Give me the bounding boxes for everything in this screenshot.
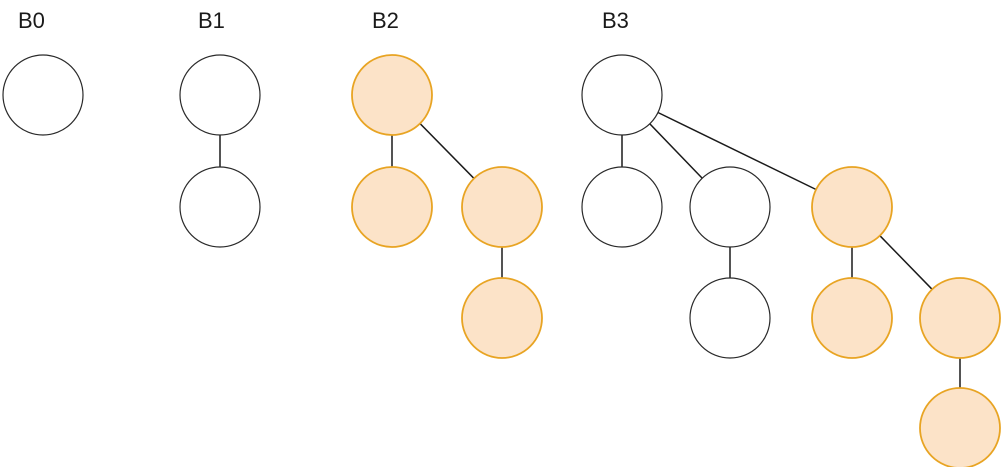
tree-label-b3: B3 [602,8,629,33]
nodes-layer [2,54,1001,467]
tree-node-highlighted[interactable] [461,277,543,359]
tree-node-highlighted[interactable] [351,54,433,136]
tree-edge [649,123,703,179]
tree-edge [419,123,475,179]
tree-node[interactable] [581,54,663,136]
tree-node[interactable] [179,166,261,248]
tree-edge [879,235,933,290]
tree-node[interactable] [2,54,84,136]
labels-layer: B0 B1 B2 B3 [18,8,629,33]
tree-node-highlighted[interactable] [351,166,433,248]
tree-node[interactable] [179,54,261,136]
tree-node[interactable] [581,166,663,248]
tree-edge [657,111,817,191]
tree-label-b1: B1 [198,8,225,33]
tree-node-highlighted[interactable] [461,166,543,248]
tree-node[interactable] [689,166,771,248]
tree-node-highlighted[interactable] [811,277,893,359]
tree-label-b2: B2 [372,8,399,33]
edges-layer [219,111,961,388]
tree-node[interactable] [689,277,771,359]
tree-node-highlighted[interactable] [919,387,1001,467]
tree-node-highlighted[interactable] [919,277,1001,359]
tree-label-b0: B0 [18,8,45,33]
tree-node-highlighted[interactable] [811,166,893,248]
